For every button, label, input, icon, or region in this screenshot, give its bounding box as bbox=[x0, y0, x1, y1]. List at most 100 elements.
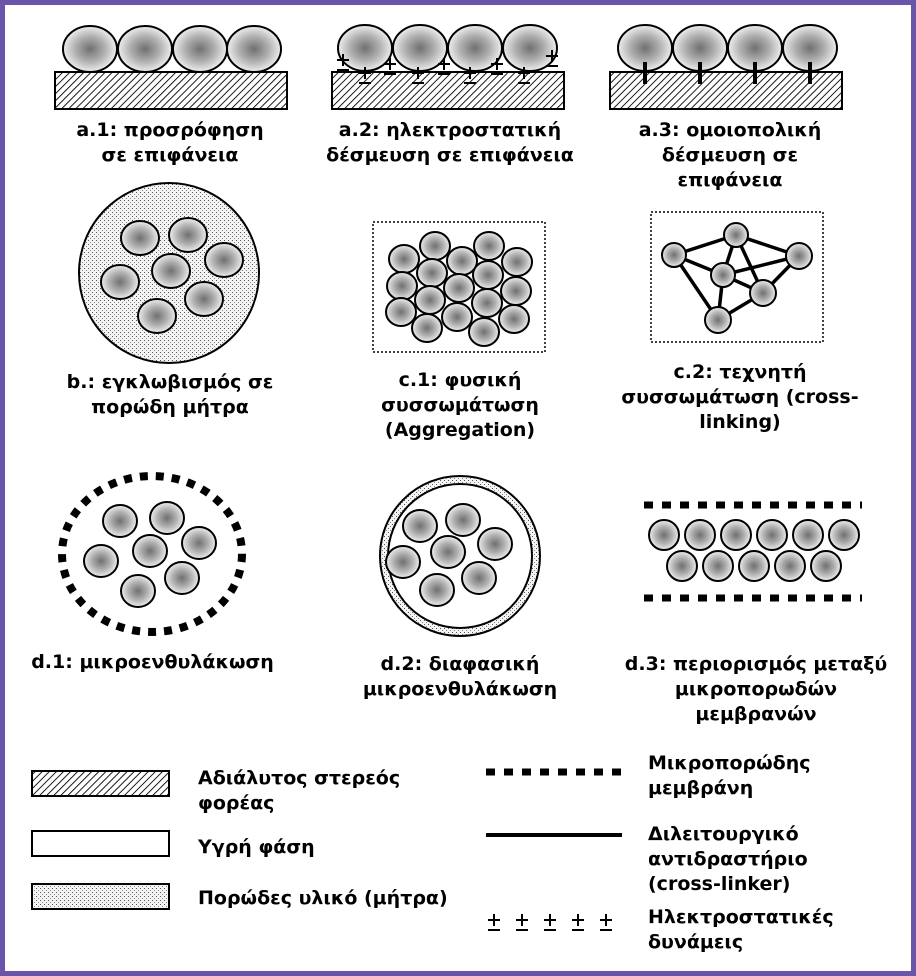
panel-d3-membrane-confinement bbox=[644, 501, 862, 602]
aggregated-enzymes bbox=[385, 231, 533, 347]
caption-line: επιφάνεια bbox=[677, 169, 783, 191]
caption-line: πορώδη μήτρα bbox=[91, 396, 249, 418]
confined-enzymes bbox=[648, 519, 860, 582]
legend-line: φορέας bbox=[198, 792, 275, 814]
caption-a2: a.2: ηλεκτροστατική δέσμευση σε επιφάνει… bbox=[305, 118, 595, 168]
legend-line: δυνάμεις bbox=[648, 931, 744, 953]
enzyme bbox=[226, 25, 282, 73]
caption-line: a.2: ηλεκτροστατική bbox=[338, 119, 562, 141]
caption-line: d.2: διαφασική bbox=[380, 653, 540, 675]
legend-line: αντιδραστήριο bbox=[648, 848, 808, 870]
solid-carrier bbox=[609, 71, 843, 110]
enzyme bbox=[137, 298, 177, 334]
caption-d3: d.3: περιορισμός μεταξύ μικροπορωδών μεμ… bbox=[606, 652, 906, 727]
caption-line: μεμβρανών bbox=[695, 703, 817, 725]
enzyme bbox=[132, 534, 168, 568]
legend-line: Υγρή φάση bbox=[198, 836, 315, 858]
enzyme bbox=[445, 503, 481, 537]
legend-electrostatic-forces: Ηλεκτροστατικές δυνάμεις bbox=[648, 905, 834, 955]
enzyme bbox=[337, 24, 393, 72]
legend-line: Διλειτουργικό bbox=[648, 823, 799, 845]
legend-line: Αδιάλυτος στερεός bbox=[198, 767, 401, 789]
caption-line: συσσωμάτωση (cross- bbox=[621, 386, 859, 408]
enzyme bbox=[164, 561, 200, 595]
caption-b: b.: εγκλωβισμός σε πορώδη μήτρα bbox=[40, 370, 300, 420]
legend-solid-carrier: Αδιάλυτος στερεός φορέας bbox=[198, 766, 400, 816]
enzyme bbox=[83, 544, 119, 578]
caption-d2: d.2: διαφασική μικροενθυλάκωση bbox=[330, 652, 590, 702]
legend-liquid-phase: Υγρή φάση bbox=[198, 835, 315, 860]
panel-c1-aggregation bbox=[372, 221, 546, 353]
legend-symbols bbox=[31, 768, 622, 931]
caption-line: συσσωμάτωση bbox=[381, 394, 539, 416]
enzyme bbox=[402, 509, 438, 543]
caption-a1: a.1: προσρόφηση σε επιφάνεια bbox=[40, 118, 300, 168]
legend-microporous-membrane: Μικροπορώδης μεμβράνη bbox=[648, 751, 811, 801]
caption-line: d.3: περιορισμός μεταξύ bbox=[624, 653, 888, 675]
enzyme bbox=[430, 535, 466, 569]
caption-line: linking) bbox=[699, 411, 781, 433]
panel-a1-adsorption bbox=[54, 25, 288, 110]
caption-line: (Aggregation) bbox=[384, 419, 536, 441]
caption-line: c.2: τεχνητή bbox=[673, 361, 807, 383]
enzyme bbox=[181, 526, 217, 560]
caption-c1: c.1: φυσική συσσωμάτωση (Aggregation) bbox=[330, 368, 590, 443]
legend-crosslinker: Διλειτουργικό αντιδραστήριο (cross-linke… bbox=[648, 822, 808, 897]
solid-carrier bbox=[331, 71, 565, 110]
enzyme bbox=[102, 504, 138, 538]
enzyme bbox=[785, 242, 813, 270]
caption-line: μικροπορωδών bbox=[674, 678, 838, 700]
enzyme bbox=[100, 264, 140, 300]
enzyme bbox=[62, 25, 118, 73]
enzyme bbox=[120, 574, 156, 608]
enzyme bbox=[120, 220, 160, 256]
panel-d2-interfacial bbox=[379, 475, 541, 637]
enzyme bbox=[710, 262, 736, 288]
enzyme bbox=[704, 306, 732, 334]
caption-d1: d.1: μικροενθυλάκωση bbox=[10, 650, 295, 675]
panel-b-entrapment bbox=[78, 182, 260, 364]
caption-line: σε επιφάνεια bbox=[101, 144, 239, 166]
legend-porous-material-swatch bbox=[31, 883, 170, 910]
caption-line: μικροενθυλάκωση bbox=[362, 678, 558, 700]
caption-line: d.1: μικροενθυλάκωση bbox=[31, 651, 274, 673]
enzyme bbox=[184, 281, 224, 317]
enzyme bbox=[661, 242, 687, 268]
panel-a3-covalent bbox=[609, 24, 843, 110]
caption-line: b.: εγκλωβισμός σε bbox=[66, 371, 274, 393]
panel-d1-microencapsulation bbox=[58, 472, 246, 636]
enzyme bbox=[204, 242, 244, 278]
enzyme bbox=[502, 24, 558, 72]
caption-line: a.1: προσρόφηση bbox=[76, 119, 264, 141]
enzyme bbox=[749, 279, 777, 307]
enzyme bbox=[168, 217, 208, 253]
solid-carrier bbox=[54, 71, 288, 110]
enzyme bbox=[477, 527, 513, 561]
enzyme bbox=[723, 222, 749, 248]
legend-line: (cross-linker) bbox=[648, 873, 791, 895]
caption-line: δέσμευση σε bbox=[661, 144, 799, 166]
caption-c2: c.2: τεχνητή συσσωμάτωση (cross- linking… bbox=[600, 360, 880, 435]
legend-liquid-phase-swatch bbox=[31, 830, 170, 857]
enzyme bbox=[461, 561, 497, 595]
panel-a2-electrostatic bbox=[331, 24, 565, 110]
caption-a3: a.3: ομοιοπολική δέσμευση σε επιφάνεια bbox=[600, 118, 860, 193]
enzyme bbox=[419, 573, 455, 607]
caption-line: δέσμευση σε επιφάνεια bbox=[326, 144, 574, 166]
legend-charges bbox=[487, 913, 613, 931]
enzyme bbox=[385, 545, 421, 579]
legend-line: μεμβράνη bbox=[648, 777, 754, 799]
caption-line: a.3: ομοιοπολική bbox=[638, 119, 822, 141]
caption-line: c.1: φυσική bbox=[398, 369, 522, 391]
panel-c2-crosslinking bbox=[650, 211, 824, 343]
enzyme bbox=[172, 25, 228, 73]
enzyme bbox=[117, 25, 173, 73]
legend-line: Μικροπορώδης bbox=[648, 752, 811, 774]
enzyme bbox=[149, 501, 185, 535]
enzyme bbox=[151, 253, 191, 289]
legend-line: Πορώδες υλικό (μήτρα) bbox=[198, 887, 448, 909]
legend-line: Ηλεκτροστατικές bbox=[648, 906, 834, 928]
